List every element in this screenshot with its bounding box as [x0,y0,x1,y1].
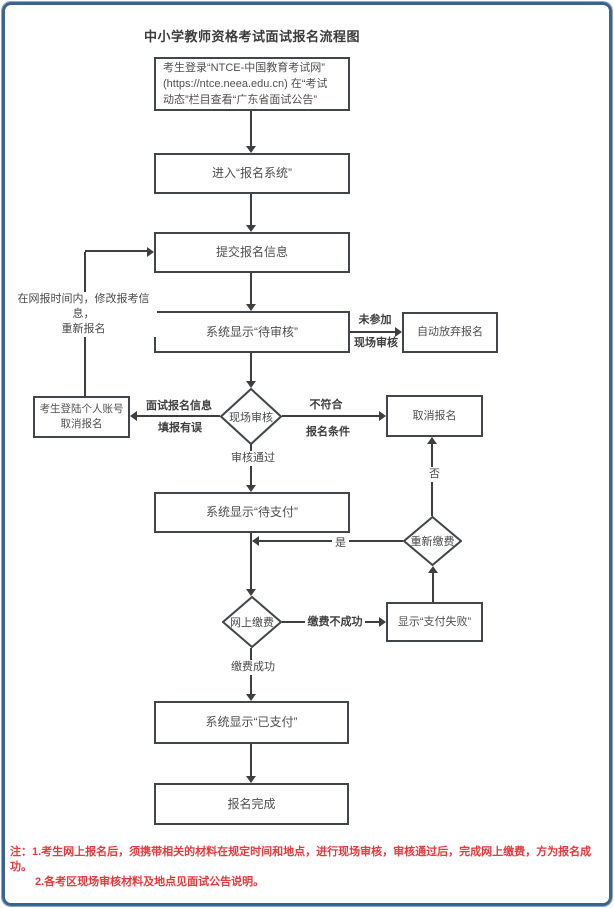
node-auto-abandon: 自动放弃报名 [402,312,498,353]
arrow-right-icon [147,247,154,257]
flow-line-login-enter [250,111,252,147]
node-paid: 系统显示“已支付” [154,701,349,744]
edge-label-modify-reapply: 在网报时间内，修改报考信息， 重新报名 [10,292,157,337]
arrow-down-icon [246,776,256,783]
arrow-down-icon [246,485,256,492]
flow-line-pendingpay-onlinepay [250,533,252,590]
flow-line-review-onsite [250,353,252,382]
flow-line-enter-submit [250,194,252,226]
arrow-left-icon [252,536,259,546]
node-complete: 报名完成 [154,783,349,825]
node-cancel-via-account: 考生登陆个人账号 取消报名 [33,396,130,438]
edge-label-not-attend: 未参加 [358,314,392,326]
decision-onsite-review: 现场审核 [220,388,282,445]
arrow-down-icon [246,225,256,232]
node-enter-system: 进入“报名系统” [154,153,350,194]
node-cancel-registration: 取消报名 [386,395,483,437]
flow-line-paid-complete [250,744,252,777]
edge-label-onsite-review: 现场审核 [354,337,398,349]
flow-line-fail-repay [432,573,434,602]
edge-label-pay-unsuccessful: 缴费不成功 [305,615,365,630]
flow-line-repay-yes [259,540,403,542]
footnote-line-1: 注：1.考生网上报名后，须携带相关的材料在规定时间和地点，进行现场审核，审核通过… [10,846,592,873]
arrow-right-icon [395,327,402,337]
edge-label-pay-success: 缴费成功 [228,660,278,675]
diamond-shape [403,516,462,566]
edge-label-review-pass: 审核通过 [228,451,278,466]
flow-line-onsite-cancelleft [137,415,220,417]
node-pending-payment: 系统显示“待支付” [154,492,350,533]
decision-online-payment: 网上缴费 [222,596,282,648]
node-login: 考生登录“NTCE-中国教育考试网” (https://ntce.neea.ed… [154,57,350,111]
arrow-down-icon [246,381,256,388]
node-payment-failed: 显示“支付失败” [386,602,483,642]
diamond-shape [222,596,282,648]
flowchart-title: 中小学教师资格考试面试报名流程图 [143,29,360,44]
flow-line-submit-review [250,273,252,305]
edge-label-no: 否 [426,467,443,482]
arrow-down-icon [246,589,256,596]
arrow-down-icon [246,694,256,701]
decision-repay: 重新缴费 [403,516,462,566]
flow-line-onsite-cancelright [282,415,379,417]
edge-label-wrong-info-2: 填报有误 [158,422,202,434]
arrow-down-icon [246,304,256,311]
edge-label-wrong-info-1: 面试报名信息 [146,400,212,412]
arrow-right-icon [379,617,386,627]
flow-line-review-abandon [350,331,395,333]
arrow-up-icon [427,437,437,444]
node-submit-info: 提交报名信息 [154,232,350,273]
flow-line-loop-horizontal [85,250,147,252]
node-pending-review: 系统显示“待审核” [154,311,350,353]
arrow-left-icon [130,411,137,421]
footnote-line-2: 2.各考区现场审核材料及地点见面试公告说明。 [35,876,265,888]
arrow-up-icon [428,566,438,573]
arrow-down-icon [246,146,256,153]
arrow-right-icon [379,411,386,421]
edge-label-not-meet-2: 报名条件 [306,426,350,438]
edge-label-yes: 是 [332,536,349,551]
footnote: 注：1.考生网上报名后，须携带相关的材料在规定时间和地点，进行现场审核，审核通过… [10,845,606,890]
edge-label-not-meet-1: 不符合 [309,399,343,411]
